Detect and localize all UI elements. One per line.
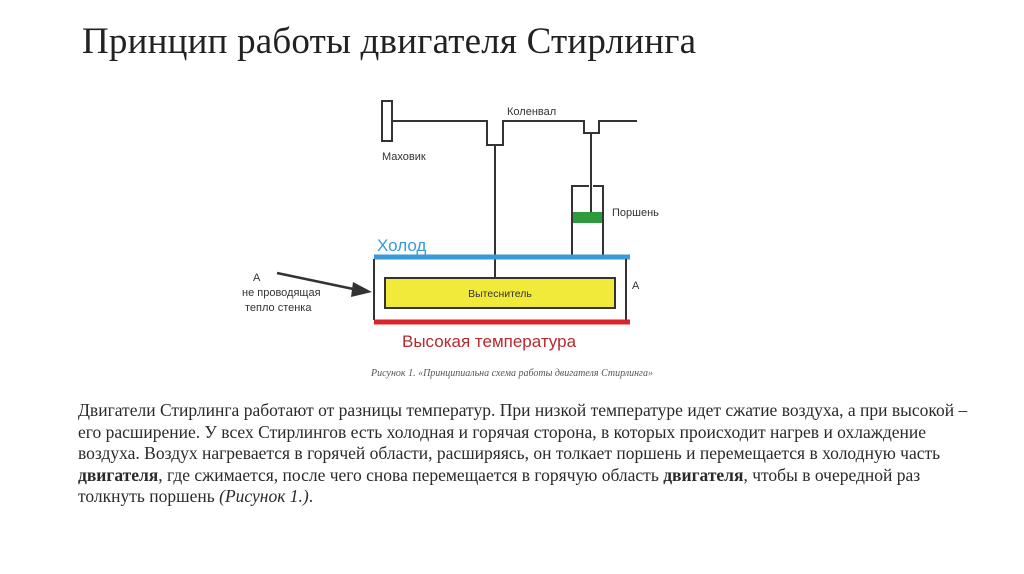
paragraph-part2: , где сжимается, после чего снова переме… bbox=[158, 464, 664, 485]
displacer-label: Вытеснитель bbox=[468, 288, 532, 300]
wall-desc-line1: не проводящая bbox=[242, 287, 321, 299]
figure-reference: (Рисунок 1.) bbox=[219, 486, 309, 506]
wall-desc-line2: тепло стенка bbox=[245, 302, 312, 314]
flywheel-label: Маховик bbox=[382, 151, 426, 163]
wall-arrow-head bbox=[351, 282, 372, 297]
wall-letter-right: А bbox=[632, 280, 640, 292]
body-paragraph: Двигатели Стирлинга работают от разницы … bbox=[78, 400, 978, 508]
paragraph-part3: , чтобы в очередной раз толкнуть поршень bbox=[78, 464, 921, 507]
piston-label: Поршень bbox=[612, 207, 659, 219]
hot-label: Высокая температура bbox=[402, 332, 577, 351]
crankshaft-label: Коленвал bbox=[507, 106, 556, 118]
paragraph-end: . bbox=[308, 486, 314, 506]
slide-title: Принцип работы двигателя Стирлинга bbox=[82, 21, 697, 62]
piston bbox=[573, 212, 602, 223]
wall-arrow-line bbox=[276, 271, 359, 292]
paragraph-bold2: двигателя bbox=[663, 464, 744, 485]
paragraph-part1: Двигатели Стирлинга работают от разницы … bbox=[78, 400, 968, 463]
wall-letter-left: А bbox=[253, 272, 261, 284]
displacer bbox=[384, 277, 616, 309]
cold-label: Холод bbox=[377, 236, 426, 255]
flywheel bbox=[381, 100, 393, 142]
paragraph-bold1: двигателя bbox=[78, 464, 159, 485]
figure-caption: Рисунок 1. «Принципиальна схема работы д… bbox=[371, 368, 653, 379]
crankshaft bbox=[392, 120, 637, 146]
